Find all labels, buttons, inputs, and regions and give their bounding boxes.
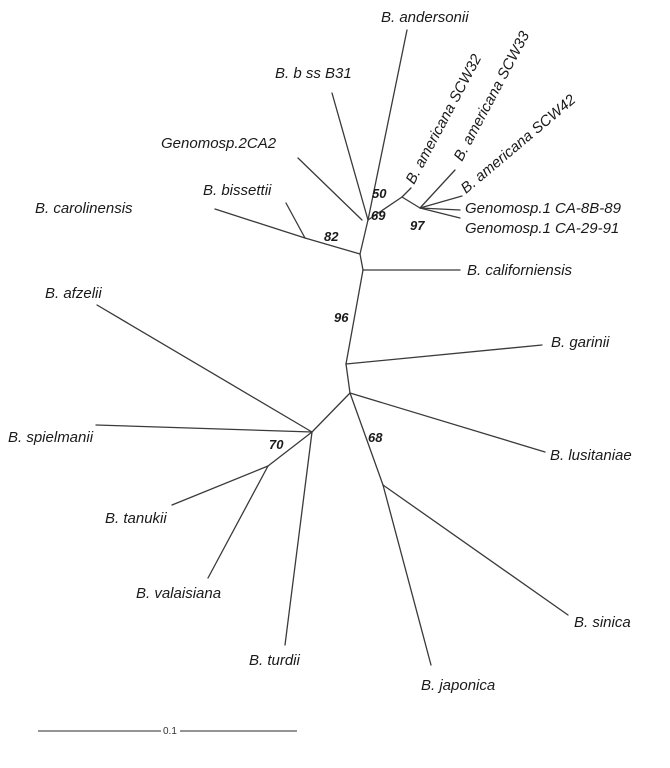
taxon-genomosp1-ca2991: Genomosp.1 CA-29-91 (465, 220, 619, 237)
support-value-97: 97 (410, 218, 425, 233)
scale-bar: 0.1 (38, 726, 297, 737)
taxon-bissettii: B. bissettii (203, 182, 272, 199)
taxon-afzelii: B. afzelii (45, 285, 102, 302)
taxon-californiensis: B. californiensis (467, 262, 573, 279)
taxon-bss-b31: B. b ss B31 (275, 65, 352, 82)
branch-trunk-lower (345, 363, 351, 394)
taxon-sinica: B. sinica (574, 614, 631, 631)
branch-americana-stem (367, 196, 403, 221)
branch-americana-clade (401, 196, 421, 209)
taxon-genomosp2-ca2: Genomosp.2CA2 (161, 135, 277, 152)
branch-trunk-upper (359, 253, 364, 271)
branch-japonica (382, 484, 432, 666)
branch-spielmanii (95, 424, 313, 433)
support-values: 50 69 97 82 96 70 68 (269, 186, 425, 452)
branch-turdii (284, 431, 313, 646)
branch-genomosp1-ca2991 (419, 207, 461, 219)
taxon-andersonii: B. andersonii (381, 9, 469, 26)
branch-lusitaniae (349, 392, 546, 453)
branch-tv-clade (267, 431, 313, 467)
branch-americana-scw33 (419, 169, 456, 209)
branch-americana-scw42 (419, 195, 463, 209)
taxon-japonica: B. japonica (421, 677, 495, 694)
branch-americana-scw32 (401, 187, 412, 198)
branch-afzelii (96, 304, 313, 433)
branch-tanukii (171, 465, 269, 506)
scale-bar-label: 0.1 (163, 726, 177, 737)
taxon-spielmanii: B. spielmanii (8, 429, 94, 446)
taxon-garinii: B. garinii (551, 334, 610, 351)
taxon-valaisiana: B. valaisiana (136, 585, 221, 602)
taxon-carolinensis: B. carolinensis (35, 200, 133, 217)
branch-andersonii (367, 29, 408, 221)
support-value-96: 96 (334, 310, 349, 325)
taxon-turdii: B. turdii (249, 652, 301, 669)
branch-crown-to-upper (359, 219, 369, 255)
branch-genomosp1-ca8b89 (419, 207, 461, 211)
support-value-68: 68 (368, 430, 383, 445)
branch-genomosp2 (297, 157, 363, 221)
tree-branches (95, 29, 569, 666)
branch-node82 (304, 237, 361, 255)
branch-to-node70 (311, 392, 351, 433)
branch-carolinensis (214, 208, 306, 239)
branch-garinii (345, 344, 543, 365)
support-value-82: 82 (324, 229, 339, 244)
branch-bissettii (285, 202, 306, 239)
support-value-50: 50 (372, 186, 387, 201)
taxon-tanukii: B. tanukii (105, 510, 167, 527)
taxon-genomosp1-ca8b89: Genomosp.1 CA-8B-89 (465, 200, 622, 217)
taxon-lusitaniae: B. lusitaniae (550, 447, 632, 464)
branch-bss-b31 (331, 92, 369, 221)
branch-valaisiana (207, 465, 269, 579)
branch-to-node68 (349, 392, 384, 486)
branch-sinica (382, 484, 569, 616)
taxon-labels: B. andersonii B. b ss B31 B. americana S… (8, 9, 632, 694)
support-value-69: 69 (371, 208, 386, 223)
branch-trunk-middle (345, 269, 364, 365)
support-value-70: 70 (269, 437, 284, 452)
